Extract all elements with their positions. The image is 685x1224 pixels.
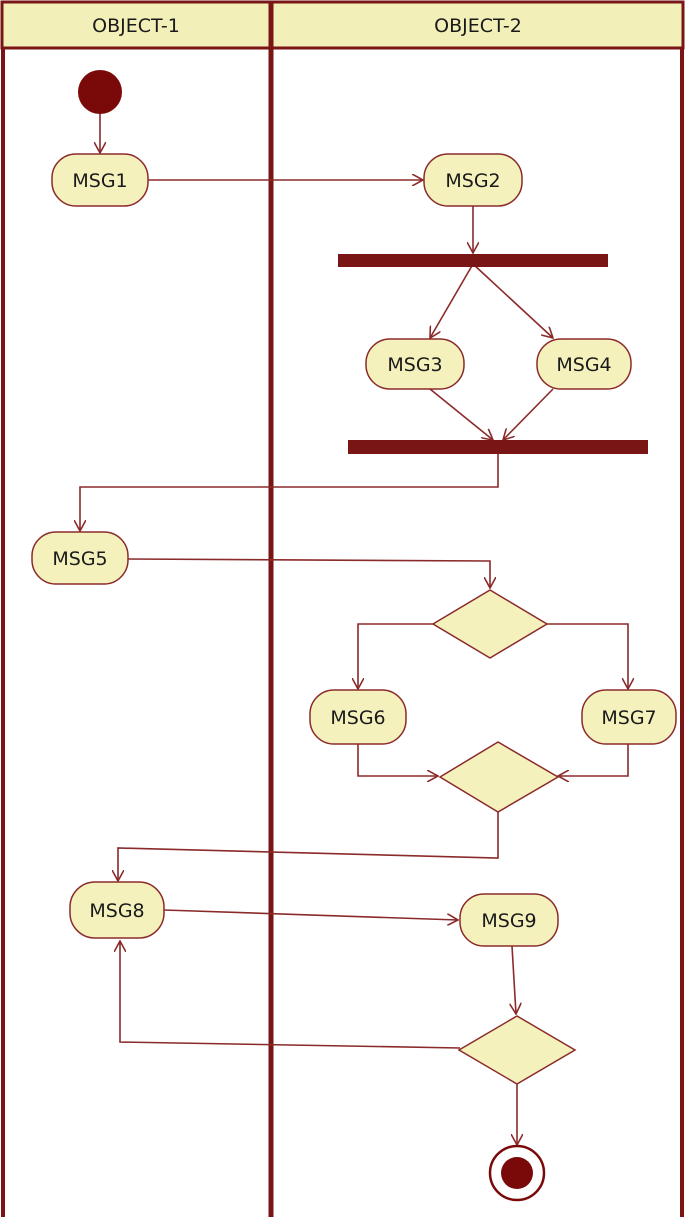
edge-decision-msg6 xyxy=(358,623,433,689)
edge-msg7-merge xyxy=(558,744,629,776)
action-label: MSG9 xyxy=(481,910,536,932)
merge-node xyxy=(438,741,560,813)
initial-node xyxy=(78,70,122,114)
edge-msg4-join xyxy=(503,388,554,440)
loop-decision-node xyxy=(457,1015,577,1085)
edge-msg3-join xyxy=(429,388,493,440)
action-msg4: MSG4 xyxy=(536,338,632,390)
edge-decision-msg7 xyxy=(547,623,628,689)
action-msg9: MSG9 xyxy=(459,893,559,947)
edge-fork-msg4 xyxy=(472,263,553,338)
action-msg3: MSG3 xyxy=(365,338,465,390)
edge-loop-back-msg8 xyxy=(120,941,461,1049)
action-label: MSG6 xyxy=(330,707,385,729)
edges xyxy=(80,113,628,1145)
lane-header-object-2 xyxy=(270,0,685,50)
edge-msg5-decision xyxy=(127,558,490,588)
join-bar xyxy=(348,440,648,454)
action-msg8: MSG8 xyxy=(69,881,165,939)
action-msg2: MSG2 xyxy=(423,153,523,207)
action-label: MSG4 xyxy=(556,354,611,376)
action-msg7: MSG7 xyxy=(581,689,677,745)
edge-merge-msg8 xyxy=(118,812,499,881)
fork-bar xyxy=(338,254,608,267)
lane-title-object-1: OBJECT-1 xyxy=(92,15,180,37)
final-node-inner xyxy=(501,1157,533,1189)
action-label: MSG5 xyxy=(52,548,107,570)
edge-msg9-decision xyxy=(512,945,516,1014)
action-label: MSG3 xyxy=(387,354,442,376)
action-msg5: MSG5 xyxy=(31,531,129,585)
action-label: MSG7 xyxy=(601,707,656,729)
action-msg6: MSG6 xyxy=(309,689,407,745)
edge-msg6-merge xyxy=(357,744,438,776)
action-label: MSG1 xyxy=(72,170,127,192)
action-label: MSG2 xyxy=(445,170,500,192)
edge-join-msg5 xyxy=(80,454,499,531)
action-label: MSG8 xyxy=(89,900,144,922)
lane-header-object-1 xyxy=(0,0,272,50)
edge-msg8-msg9 xyxy=(163,909,458,920)
lane-title-object-2: OBJECT-2 xyxy=(434,15,522,37)
action-msg1: MSG1 xyxy=(51,153,149,207)
decision-node xyxy=(431,589,549,659)
edge-fork-msg3 xyxy=(430,263,474,338)
